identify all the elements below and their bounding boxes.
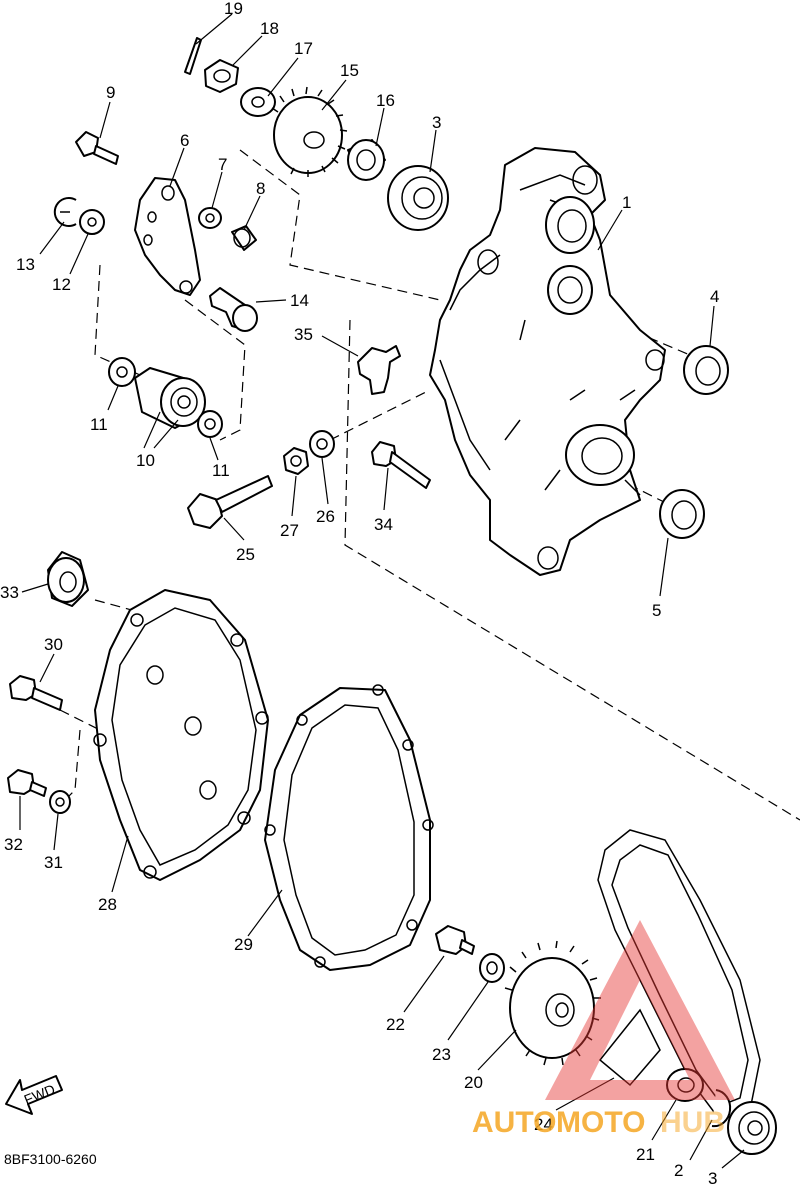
- callout-4: 4: [710, 287, 719, 306]
- part-3-bearing-lower: [727, 1101, 777, 1155]
- part-18-nut: [204, 59, 239, 93]
- part-35-elbow-fitting: [357, 345, 401, 395]
- part-16-collar: [347, 139, 386, 181]
- part-29-gasket: [264, 684, 434, 971]
- callout-29: 29: [234, 935, 253, 954]
- callout-33: 33: [0, 583, 19, 602]
- callout-numbers: 19 18 17 15 16 3 1 9 6 7 8 13 12 14 35 4…: [0, 0, 719, 1185]
- watermark-text-auto: AUTO: [472, 1106, 556, 1139]
- callout-19: 19: [224, 0, 243, 18]
- callout-21: 21: [636, 1145, 655, 1164]
- callout-35: 35: [294, 325, 313, 344]
- part-1-housing-case: [429, 147, 666, 576]
- part-17-washer: [240, 87, 276, 117]
- part-22-bolt: [435, 925, 475, 955]
- part-2-circlip: [711, 1089, 732, 1128]
- part-21-collar: [666, 1068, 704, 1102]
- part-11-washer-upper: [108, 357, 136, 387]
- part-9-bolt: [75, 131, 119, 165]
- fwd-arrow-icon: FWD: [5, 1075, 63, 1115]
- callout-13: 13: [16, 255, 35, 274]
- callout-32: 32: [4, 835, 23, 854]
- part-20-sprocket: [504, 940, 601, 1066]
- part-28-cover: [93, 589, 269, 881]
- part-31-washer: [49, 790, 71, 814]
- callout-25: 25: [236, 545, 255, 564]
- callout-34: 34: [374, 515, 393, 534]
- fwd-label: FWD: [22, 1081, 58, 1108]
- callout-9: 9: [106, 83, 115, 102]
- callout-11-upper: 11: [90, 415, 108, 434]
- watermark-triangle-icon: [545, 920, 735, 1100]
- callout-1: 1: [622, 193, 631, 212]
- callout-8: 8: [256, 179, 265, 198]
- callout-28: 28: [98, 895, 117, 914]
- part-8-collar: [231, 225, 257, 251]
- part-32-bolt: [7, 769, 47, 797]
- callout-11-lower: 11: [212, 461, 230, 480]
- part-5-oil-seal: [659, 489, 705, 539]
- part-14-pin: [209, 287, 258, 332]
- callout-7: 7: [218, 155, 227, 174]
- callout-22: 22: [386, 1015, 405, 1034]
- part-34-bolt: [371, 441, 431, 489]
- callout-2: 2: [674, 1161, 683, 1180]
- callout-12: 12: [52, 275, 71, 294]
- part-10-bearing: [134, 367, 206, 429]
- part-19-pin: [184, 37, 202, 75]
- callout-26: 26: [316, 507, 335, 526]
- watermark-logo: AUTO MOTO HUB: [472, 920, 735, 1139]
- callout-3-lower: 3: [708, 1169, 717, 1185]
- diagram-code: 8BF3100-6260: [4, 1151, 97, 1167]
- callout-18: 18: [260, 19, 279, 38]
- part-11-washer-lower: [197, 410, 223, 438]
- leader-lines: [19, 13, 745, 1169]
- part-3-bearing-upper: [387, 165, 449, 231]
- part-6-bracket: [134, 177, 201, 296]
- callout-14: 14: [290, 291, 309, 310]
- callout-16: 16: [376, 91, 395, 110]
- callout-20: 20: [464, 1073, 483, 1092]
- callout-5: 5: [652, 601, 661, 620]
- part-12-washer: [79, 209, 105, 235]
- callout-31: 31: [44, 853, 63, 872]
- part-15-sprocket: [271, 86, 348, 177]
- part-25-bolt: [187, 475, 273, 529]
- part-30-bolt: [9, 675, 63, 711]
- part-23-washer: [479, 953, 505, 983]
- watermark-text-hub: HUB: [660, 1106, 725, 1139]
- callout-23: 23: [432, 1045, 451, 1064]
- callout-3-upper: 3: [432, 113, 441, 132]
- part-4-oil-seal: [683, 345, 729, 395]
- callout-30: 30: [44, 635, 63, 654]
- callout-10: 10: [136, 451, 155, 470]
- part-33-collar: [47, 551, 89, 607]
- part-13-circlip: [53, 197, 77, 227]
- part-7-washer: [198, 207, 222, 229]
- watermark-text-moto: MOTO: [556, 1106, 645, 1139]
- part-26-washer: [309, 430, 335, 458]
- callout-27: 27: [280, 521, 299, 540]
- callout-15: 15: [340, 61, 359, 80]
- callout-17: 17: [294, 39, 313, 58]
- callout-24: 24: [534, 1115, 553, 1134]
- part-27-nut: [283, 447, 309, 475]
- callout-6: 6: [180, 131, 189, 150]
